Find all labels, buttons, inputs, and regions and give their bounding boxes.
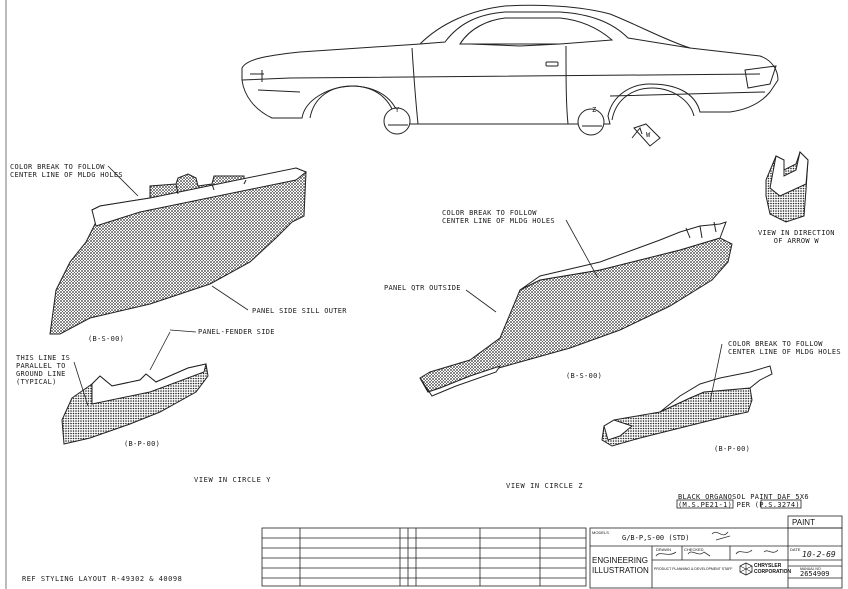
date-value: 10-2-69 (802, 550, 836, 559)
leader-fender-side-2 (149, 331, 171, 371)
arrow-w-marker (631, 123, 661, 147)
circle-y-marker (383, 107, 411, 135)
callout-parallel-note: THIS LINE IS PARALLEL TO GROUND LINE (TY… (16, 354, 71, 386)
circle-z-marker (577, 108, 605, 136)
car-side-view (241, 4, 779, 125)
number-label: MANUAL NO. (800, 567, 822, 571)
part-quarter-outside-drawing (419, 221, 733, 397)
part-code-right: (B-P-00) (714, 445, 751, 453)
leader-color-break-center (565, 219, 599, 279)
view-arrow-w-label: VIEW IN DIRECTION OF ARROW W (758, 229, 835, 245)
models-value: G/B-P,S-00 (STD) (622, 534, 690, 542)
callout-panel-fender-side: PANEL-FENDER SIDE (198, 328, 275, 336)
leader-color-break-left (107, 165, 139, 197)
category-label: PAINT (792, 518, 815, 527)
part-code-left-upper: (B-S-00) (88, 335, 125, 343)
circle-y-letter: Y (395, 106, 400, 114)
part-sill-outer-drawing (49, 167, 307, 335)
leader-parallel (73, 361, 89, 407)
number-value: 2654909 (800, 570, 830, 578)
drawn-label: DRAWN (656, 547, 671, 552)
callout-color-break-right: COLOR BREAK TO FOLLOW CENTER LINE OF MLD… (728, 340, 841, 356)
callout-color-break-center: COLOR BREAK TO FOLLOW CENTER LINE OF MLD… (442, 209, 555, 225)
arrow-w-detail (765, 151, 809, 223)
callout-panel-side-sill-outer: PANEL SIDE SILL OUTER (252, 307, 347, 315)
part-fender-side-drawing (61, 363, 209, 445)
leader-fender-side (169, 329, 197, 333)
leader-color-break-right (709, 343, 723, 403)
signatures (655, 531, 779, 557)
title-block (261, 499, 843, 589)
part-right-drawing (601, 365, 773, 447)
illustration-label: ENGINEERING ILLUSTRATION (592, 556, 649, 575)
paint-spec: BLACK ORGANOSOL PAINT DAF 5X6 (M.S.PE21-… (678, 493, 809, 509)
view-circle-y-label: VIEW IN CIRCLE Y (194, 476, 272, 484)
reference-note: REF STYLING LAYOUT R-49302 & 40098 (22, 575, 183, 583)
checked-label: CHECKED (684, 547, 704, 552)
models-label: MODELS (592, 530, 609, 535)
chrysler-logo (739, 562, 753, 576)
view-circle-z-label: VIEW IN CIRCLE Z (506, 482, 584, 490)
dept-label: PRODUCT PLANNING & DEVELOPMENT STAFF (654, 567, 733, 571)
circle-z-letter: Z (592, 106, 597, 114)
date-label: DATE (790, 547, 801, 552)
arrow-w-letter: W (646, 131, 651, 139)
callout-color-break-left: COLOR BREAK TO FOLLOW CENTER LINE OF MLD… (10, 163, 123, 179)
company-label: CHRYSLER CORPORATION (754, 563, 792, 575)
leader-qtr-outside (465, 289, 497, 313)
callout-panel-qtr-outside: PANEL QTR OUTSIDE (384, 284, 461, 292)
leader-sill-outer (211, 285, 249, 311)
part-code-center: (B-S-00) (566, 372, 603, 380)
part-code-left-lower: (B-P-00) (124, 440, 161, 448)
